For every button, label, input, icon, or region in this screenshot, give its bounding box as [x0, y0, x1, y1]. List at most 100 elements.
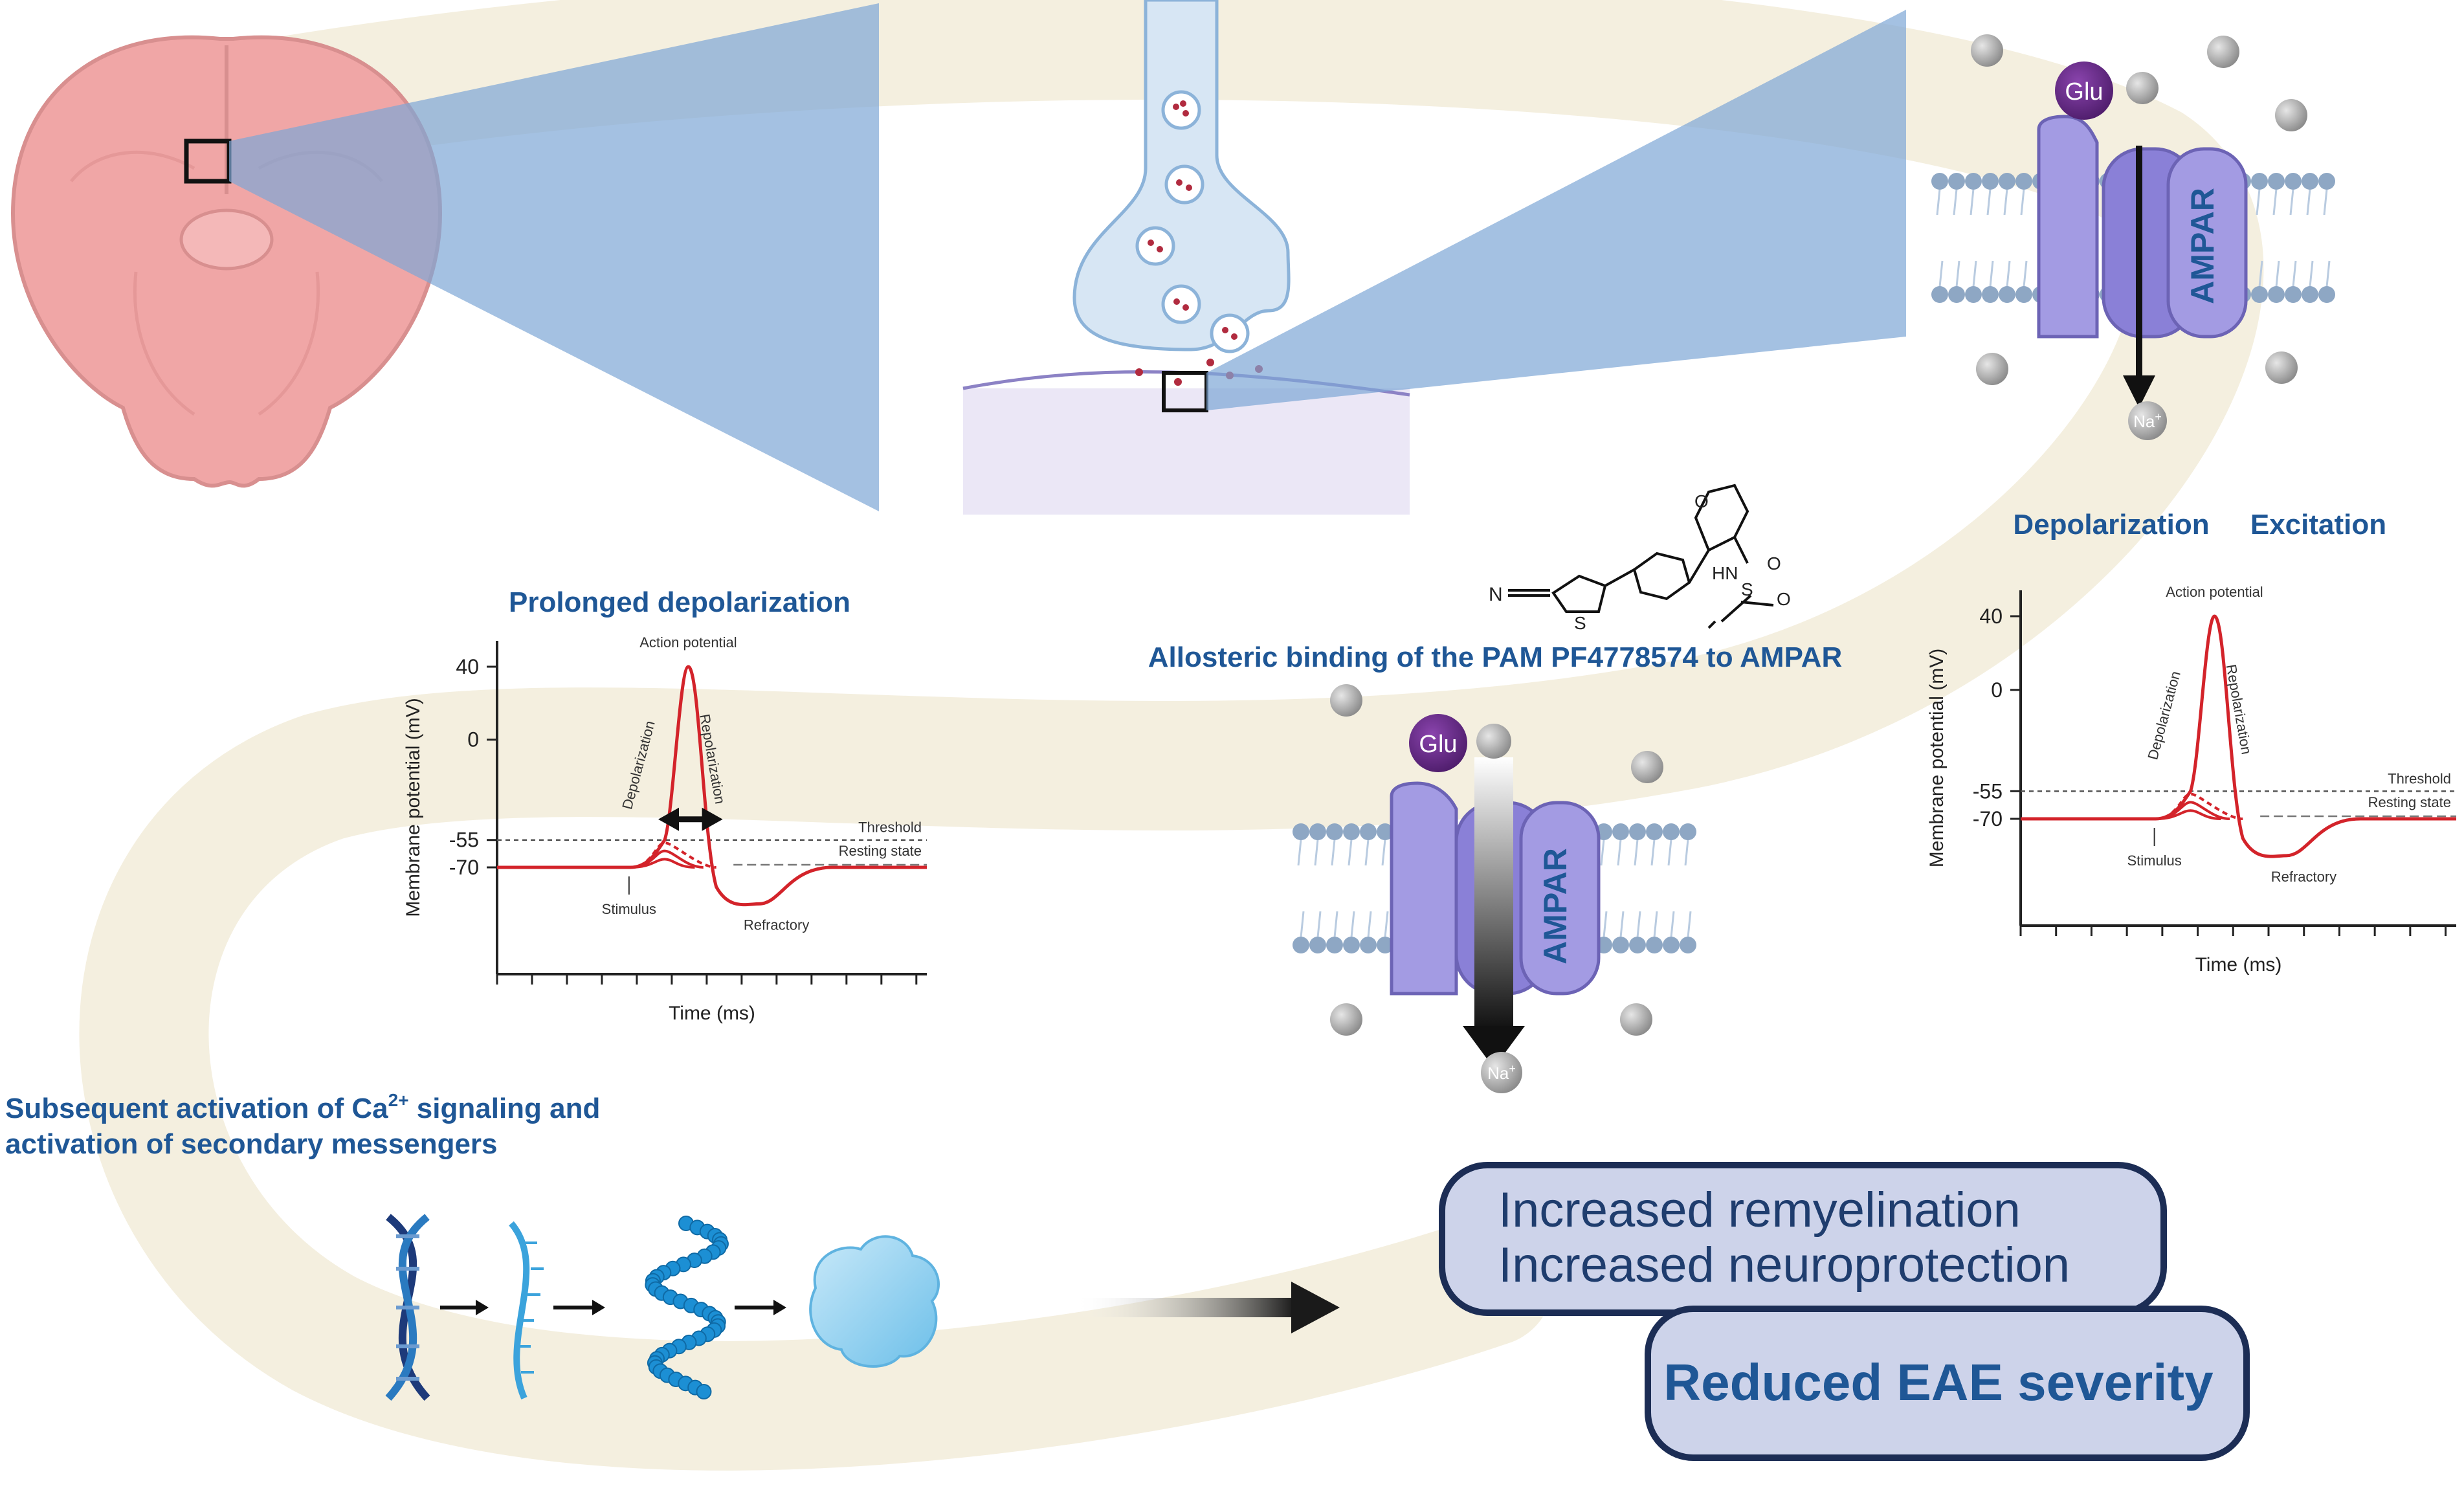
lipid-head: [1999, 286, 2015, 303]
lipid-head: [1326, 823, 1343, 840]
subthreshold-trace: [2155, 792, 2243, 820]
y-tick-label: -70: [449, 856, 479, 879]
lipid-head: [1680, 937, 1696, 953]
ampar-label-top: AMPAR: [2184, 188, 2221, 304]
lipid-head: [1326, 937, 1343, 953]
pathway-arrow-3: [735, 1300, 786, 1315]
action-potential-label: Action potential: [639, 634, 737, 651]
resting-state-label: Resting state: [839, 843, 922, 859]
lipid-head: [1377, 823, 1393, 840]
lipid-head: [1360, 937, 1377, 953]
lipid-head: [1293, 823, 1309, 840]
outcome-box-eae: Reduced EAE severity: [1645, 1306, 2250, 1461]
stimulus-label: Stimulus: [602, 901, 656, 917]
y-axis-label: Membrane potential (mV): [403, 698, 424, 917]
ampar-channel-top: AMPAR Glu Na+: [1931, 34, 2335, 440]
refractory-label: Refractory: [744, 917, 809, 933]
lipid-head: [1931, 173, 1948, 190]
lipid-head: [1663, 937, 1680, 953]
lipid-head: [2285, 286, 2302, 303]
y-tick-label: 0: [1991, 678, 2003, 702]
lipid-head: [1646, 937, 1663, 953]
lipid-head: [1948, 173, 1965, 190]
na-ion-top: [2128, 401, 2167, 440]
lipid-head: [1309, 823, 1326, 840]
subthreshold-trace: [2155, 801, 2230, 820]
title-depolarization: Depolarization: [2013, 509, 2209, 540]
action-potential-label: Action potential: [2166, 584, 2263, 600]
pathway-main-arrow: [1074, 1282, 1340, 1333]
pathway-band: [79, 0, 2264, 1471]
pathway-arrow-1: [440, 1300, 489, 1315]
glu-molecule-top: [2055, 61, 2113, 120]
lipid-head: [1629, 937, 1646, 953]
resting-state-label: Resting state: [2368, 794, 2451, 810]
lipid-head: [1965, 173, 1982, 190]
depolarization-label: Depolarization: [2144, 669, 2184, 761]
pam-molecule-labels: N S O HN S O O: [1489, 491, 1791, 633]
glu-label-top: Glu: [2065, 78, 2103, 106]
lipid-head: [2268, 173, 2285, 190]
outcome-remyelination: Increased remyelination: [1498, 1183, 2021, 1238]
mol-sulfur: S: [1741, 579, 1753, 599]
mol-oxygen-a: O: [1767, 553, 1781, 573]
mol-nitrile-n: N: [1489, 584, 1503, 605]
action-potential-trace: [2021, 614, 2456, 858]
lipid-head: [2302, 173, 2318, 190]
subthreshold-trace: [630, 841, 716, 869]
threshold-label: Threshold: [2388, 770, 2451, 786]
lipid-head: [2302, 286, 2318, 303]
outcome-neuroprotection: Increased neuroprotection: [1498, 1238, 2070, 1293]
zoom-cone-left: [229, 3, 879, 511]
lipid-head: [1965, 286, 1982, 303]
mrna-icon: [509, 1221, 544, 1400]
brain-illustration: [10, 35, 443, 488]
na-ion-middle: [1481, 1052, 1522, 1093]
subthreshold-trace: [630, 858, 695, 869]
na-label-top: Na+: [2133, 410, 2162, 431]
glu-molecule-middle: [1409, 714, 1467, 772]
glu-label-middle: Glu: [1419, 731, 1457, 758]
ion-particles-top: [1971, 34, 2307, 385]
y-axis-label: Membrane potential (mV): [1926, 649, 1948, 867]
lipid-head: [1360, 823, 1377, 840]
lipid-head: [1293, 937, 1309, 953]
dna-icon: [385, 1214, 430, 1401]
lipid-head: [1343, 823, 1360, 840]
threshold-label: Threshold: [858, 819, 922, 836]
folded-protein-icon: [809, 1235, 940, 1368]
lipid-head: [1612, 823, 1629, 840]
zoom-cone-right: [1206, 10, 1906, 410]
lipid-head: [1948, 286, 1965, 303]
title-excitation: Excitation: [2250, 509, 2386, 540]
outcome-reduced-eae: Reduced EAE severity: [1663, 1353, 2214, 1411]
title-ca-signaling-line2: activation of secondary messengers: [5, 1128, 498, 1160]
lipid-head: [1999, 173, 2015, 190]
lipid-head: [1646, 823, 1663, 840]
lipid-head: [1343, 937, 1360, 953]
lipid-head: [1680, 823, 1696, 840]
lipid-head: [2015, 286, 2032, 303]
title-allosteric-binding: Allosteric binding of the PAM PF4778574 …: [1148, 641, 1842, 673]
x-axis-label: Time (ms): [2195, 954, 2282, 975]
lipid-head: [2251, 286, 2268, 303]
na-label-middle: Na+: [1487, 1062, 1516, 1083]
synapse-illustration: [962, 0, 1410, 515]
lipid-head: [2015, 173, 2032, 190]
lipid-head: [2318, 286, 2335, 303]
outcome-box-benefits: Increased remyelination Increased neurop…: [1439, 1162, 2167, 1316]
lipid-head: [2268, 286, 2285, 303]
refractory-label: Refractory: [2271, 869, 2336, 885]
lipid-head: [2285, 173, 2302, 190]
lipid-head: [1931, 286, 1948, 303]
mol-oxygen-b: O: [1777, 589, 1791, 609]
mol-ring-o: O: [1694, 491, 1709, 511]
y-tick-label: -55: [449, 829, 479, 852]
lipid-head: [1982, 286, 1999, 303]
title-prolonged-depolarization: Prolonged depolarization: [509, 586, 850, 618]
pam-molecule-structure: [1508, 484, 1774, 629]
pathway-arrow-2: [553, 1300, 605, 1315]
title-ca-signaling-line1: Subsequent activation of Ca2+ signaling …: [5, 1090, 600, 1124]
